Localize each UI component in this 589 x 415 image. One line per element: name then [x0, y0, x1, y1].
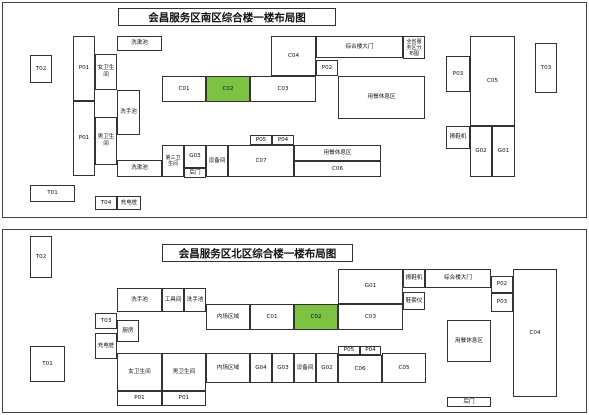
south-t03: T03	[535, 43, 557, 93]
south-c03: C03	[250, 76, 316, 102]
south-c01: C01	[162, 76, 206, 102]
north-p02: P02	[491, 276, 513, 293]
south-g02: G02	[470, 126, 492, 177]
south-c02: C02	[206, 76, 250, 102]
south-p04: P04	[272, 135, 294, 145]
north-p05: P05	[338, 346, 360, 355]
south-title: 会昌服务区南区综合楼一楼布局图	[118, 8, 336, 26]
north-p04: P04	[360, 346, 381, 355]
south-p01-bottom: P01	[73, 101, 95, 176]
south-equipment-room: 设备间	[206, 145, 228, 177]
south-mens-restroom: 男卫生间	[95, 117, 117, 165]
north-g02: G02	[316, 353, 338, 383]
north-mens-restroom: 男卫生间	[162, 353, 206, 391]
south-dining-rest-1: 用餐休息区	[338, 76, 425, 119]
south-washbasin: 洗手池	[117, 90, 140, 135]
north-g01: G01	[338, 269, 403, 304]
south-p05: P05	[250, 135, 272, 145]
south-p03: P03	[446, 56, 470, 92]
north-womens-restroom: 女卫生间	[117, 353, 162, 391]
north-dining-rest: 用餐休息区	[447, 320, 491, 362]
north-back-door: 后门	[447, 397, 491, 407]
north-g03: G03	[272, 353, 294, 383]
south-t04: T04	[95, 196, 117, 210]
south-provincial-map: 全省服务区分布图	[403, 36, 425, 59]
south-charging-pile: 充电桩	[117, 196, 141, 210]
south-p02: P02	[316, 60, 338, 76]
south-g01: G01	[492, 126, 515, 177]
south-c07: C07	[228, 145, 294, 177]
north-charging-pile: 充电桩	[95, 333, 117, 359]
north-t03: T03	[95, 313, 117, 329]
south-p01-top: P01	[73, 36, 95, 101]
north-inner-area-2: 内场区域	[206, 353, 250, 383]
south-main-entrance: 综合楼大门	[316, 36, 403, 58]
south-t02: T02	[30, 55, 52, 83]
north-washbasin-1: 洗手池	[117, 288, 162, 312]
north-c04: C04	[513, 269, 557, 397]
south-t01: T01	[30, 185, 75, 202]
north-washbasin-2: 洗手池	[184, 288, 206, 312]
north-shoe-cover: 鞋套仪	[403, 292, 425, 310]
north-t02: T02	[30, 236, 52, 278]
north-c05: C05	[382, 353, 426, 383]
north-inner-area-1: 内场区域	[206, 304, 250, 330]
south-c04: C04	[271, 36, 316, 76]
south-g03: G03	[184, 145, 206, 168]
south-womens-restroom: 女卫生间	[95, 54, 117, 90]
south-shoe-shine: 擦鞋机	[446, 126, 470, 149]
north-c02: C02	[294, 304, 338, 330]
north-p01-a: P01	[117, 391, 162, 406]
south-c05: C05	[470, 36, 515, 126]
north-g04: G04	[250, 353, 272, 383]
north-c03: C03	[338, 304, 403, 330]
south-janitor-bottom: 洗漱池	[117, 160, 162, 177]
south-dining-rest-2: 用餐休息区	[294, 145, 381, 161]
north-p03: P03	[491, 293, 513, 312]
north-c01: C01	[250, 304, 294, 330]
north-tool-room: 工具间	[162, 288, 184, 312]
north-title: 会昌服务区北区综合楼一楼布局图	[162, 244, 353, 262]
south-c06: C06	[294, 161, 381, 177]
north-kitchen: 厨房	[117, 320, 139, 342]
north-c06: C06	[338, 355, 382, 383]
north-shoe-shine: 擦鞋机	[403, 269, 425, 288]
north-equipment-room: 设备间	[294, 353, 316, 383]
north-main-entrance: 综合楼大门	[425, 269, 491, 288]
north-t01: T01	[30, 346, 65, 382]
north-p01-b: P01	[162, 391, 206, 406]
south-janitor-top: 洗漱池	[117, 36, 162, 51]
south-third-restroom: 第三卫生间	[162, 145, 184, 177]
south-back-door: 后门	[184, 168, 206, 178]
